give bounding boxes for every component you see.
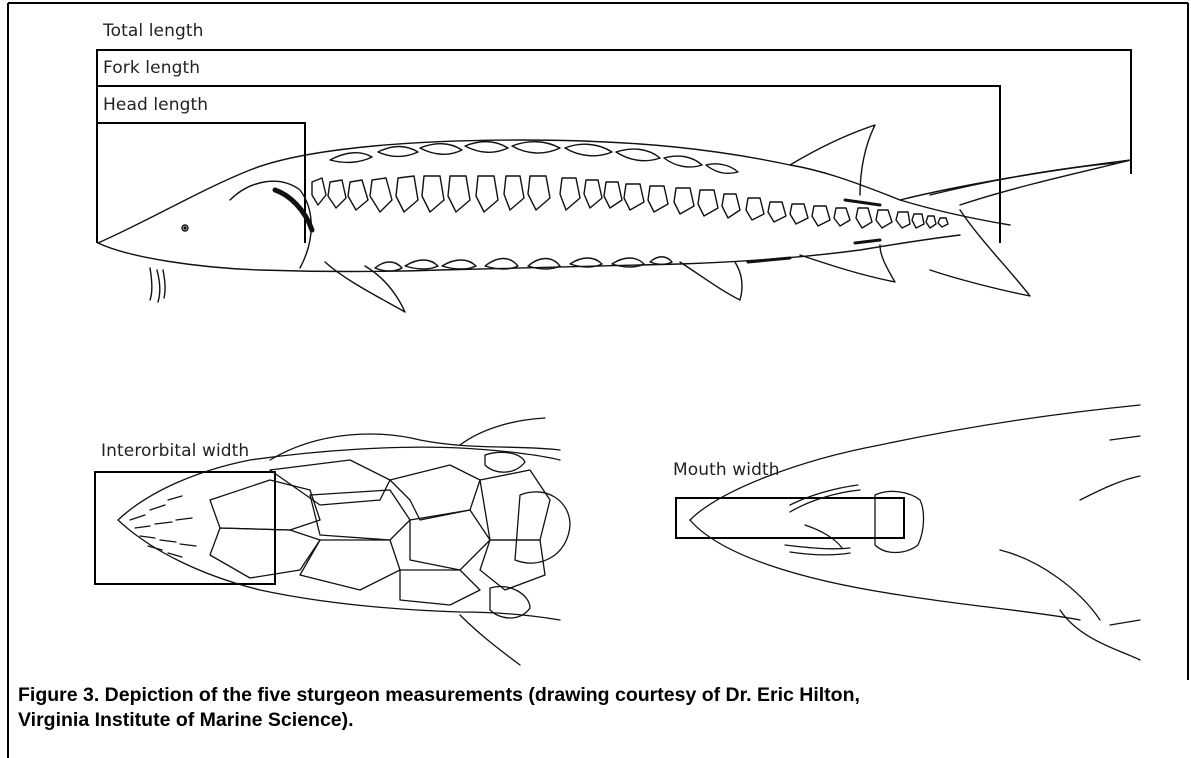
- figure-border: [8, 3, 1188, 758]
- head-length-bracket: [97, 123, 305, 243]
- interorbital-width-box: [95, 472, 275, 584]
- measurement-brackets: [95, 50, 1131, 584]
- fork-length-bracket: [97, 86, 1000, 243]
- mouth-width-label: Mouth width: [673, 460, 780, 480]
- sturgeon-ventral-view: [690, 405, 1140, 660]
- interorbital-width-label: Interorbital width: [101, 441, 249, 461]
- total-length-label: Total length: [103, 21, 204, 41]
- fork-length-label: Fork length: [103, 58, 200, 78]
- sturgeon-side-view: [98, 125, 1131, 312]
- total-length-bracket: [97, 50, 1131, 243]
- figure-caption: Figure 3. Depiction of the five sturgeon…: [18, 683, 1178, 733]
- caption-line-1: Figure 3. Depiction of the five sturgeon…: [18, 683, 1178, 708]
- caption-line-2: Virginia Institute of Marine Science).: [18, 708, 1178, 733]
- head-length-label: Head length: [103, 95, 208, 115]
